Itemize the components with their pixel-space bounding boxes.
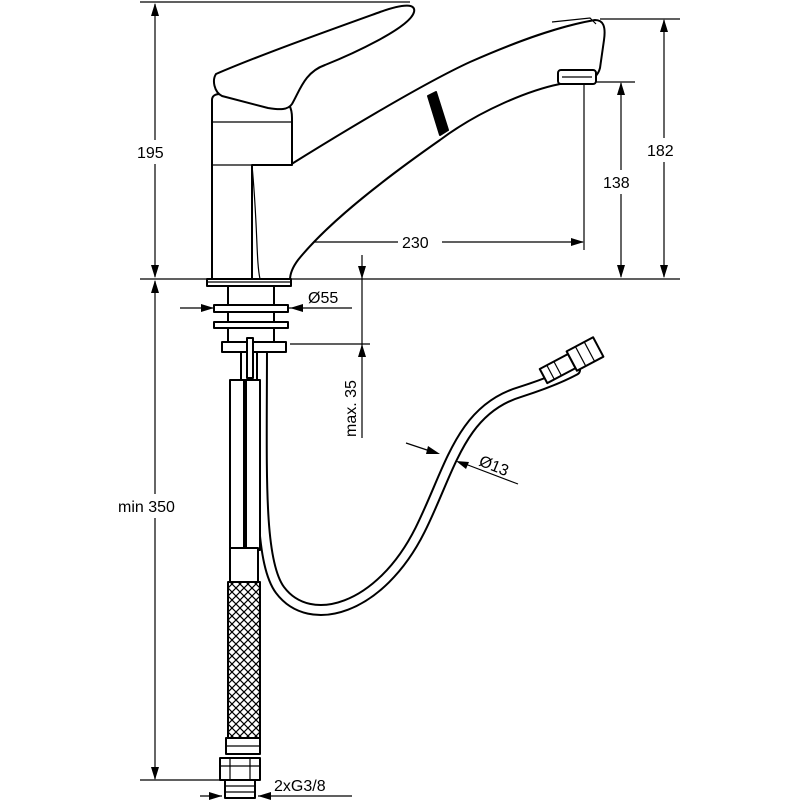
- arrow-head: [571, 238, 584, 246]
- arrow-head: [290, 304, 303, 312]
- total-height-label: 195: [137, 145, 164, 162]
- outlet-height-label: 138: [603, 175, 630, 192]
- supply-pipe-left: [229, 379, 245, 551]
- base-diameter-label: Ø55: [308, 290, 338, 307]
- supply-pipe-right: [245, 379, 261, 551]
- spout-band: [427, 91, 449, 136]
- arrow-head: [151, 3, 159, 16]
- body-curve: [251, 164, 261, 280]
- braided-supply-hose: [227, 581, 261, 743]
- arrow-head: [151, 767, 159, 780]
- connection-label: 2xG3/8: [274, 778, 326, 795]
- g38-connection-thread: [224, 779, 256, 799]
- arrow-head: [358, 266, 366, 279]
- spout-height-label: 182: [647, 143, 674, 160]
- min-hose-length-label: min 350: [118, 499, 175, 516]
- arrow-head: [201, 304, 214, 312]
- g38-connection-nut: [219, 757, 261, 781]
- mounting-nut: [213, 321, 289, 329]
- mounting-washer: [213, 304, 289, 313]
- arrow-head: [660, 19, 668, 32]
- pullout-hose: [257, 338, 579, 614]
- arrow-head: [660, 265, 668, 278]
- braided-supply-hose-upper: [229, 547, 259, 583]
- lever-handle: [213, 4, 416, 111]
- pullout-hose-outline: [255, 336, 581, 616]
- arrow-head: [151, 280, 159, 293]
- arrow-head: [426, 446, 440, 454]
- arrow-head: [617, 82, 625, 95]
- arrow-head: [151, 265, 159, 278]
- hose-diameter-leader-right: [459, 461, 519, 485]
- hose-diameter-label: Ø13: [477, 453, 512, 480]
- arrow-head: [456, 461, 469, 469]
- fixing-screw: [246, 337, 254, 379]
- arrow-head: [258, 792, 271, 800]
- reach-label: 230: [402, 235, 429, 252]
- max-deck-thickness-label: max. 35: [343, 380, 360, 437]
- spray-head-tip: [551, 17, 597, 25]
- arrow-head: [617, 265, 625, 278]
- hose-end-fitting: [538, 336, 605, 385]
- arrow-head: [358, 344, 366, 357]
- mounting-shank: [227, 285, 275, 343]
